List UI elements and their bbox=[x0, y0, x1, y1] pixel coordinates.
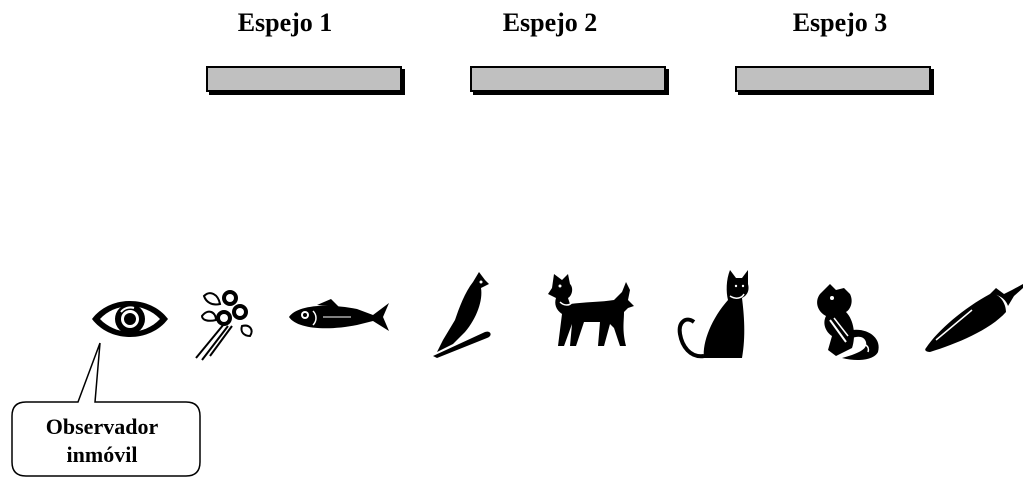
mirror-2-label: Espejo 2 bbox=[502, 8, 598, 37]
mirror-1 bbox=[206, 66, 402, 92]
callout-line-1: Observador bbox=[45, 414, 159, 439]
chipmunk-icon bbox=[806, 280, 886, 362]
mirror-3 bbox=[735, 66, 931, 92]
cat-icon bbox=[676, 266, 756, 362]
fish-icon bbox=[287, 297, 392, 337]
bird-icon bbox=[425, 270, 500, 360]
dog-icon bbox=[544, 270, 644, 350]
mirror-3-label: Espejo 3 bbox=[792, 8, 888, 37]
callout-line-2: inmóvil bbox=[66, 442, 138, 467]
callout-text: Observador inmóvil bbox=[22, 413, 182, 469]
pepper-icon bbox=[920, 282, 1023, 354]
flower-bouquet-icon bbox=[190, 282, 260, 362]
mirror-1-label: Espejo 1 bbox=[237, 8, 333, 37]
mirror-2 bbox=[470, 66, 666, 92]
eye-icon bbox=[90, 293, 170, 345]
